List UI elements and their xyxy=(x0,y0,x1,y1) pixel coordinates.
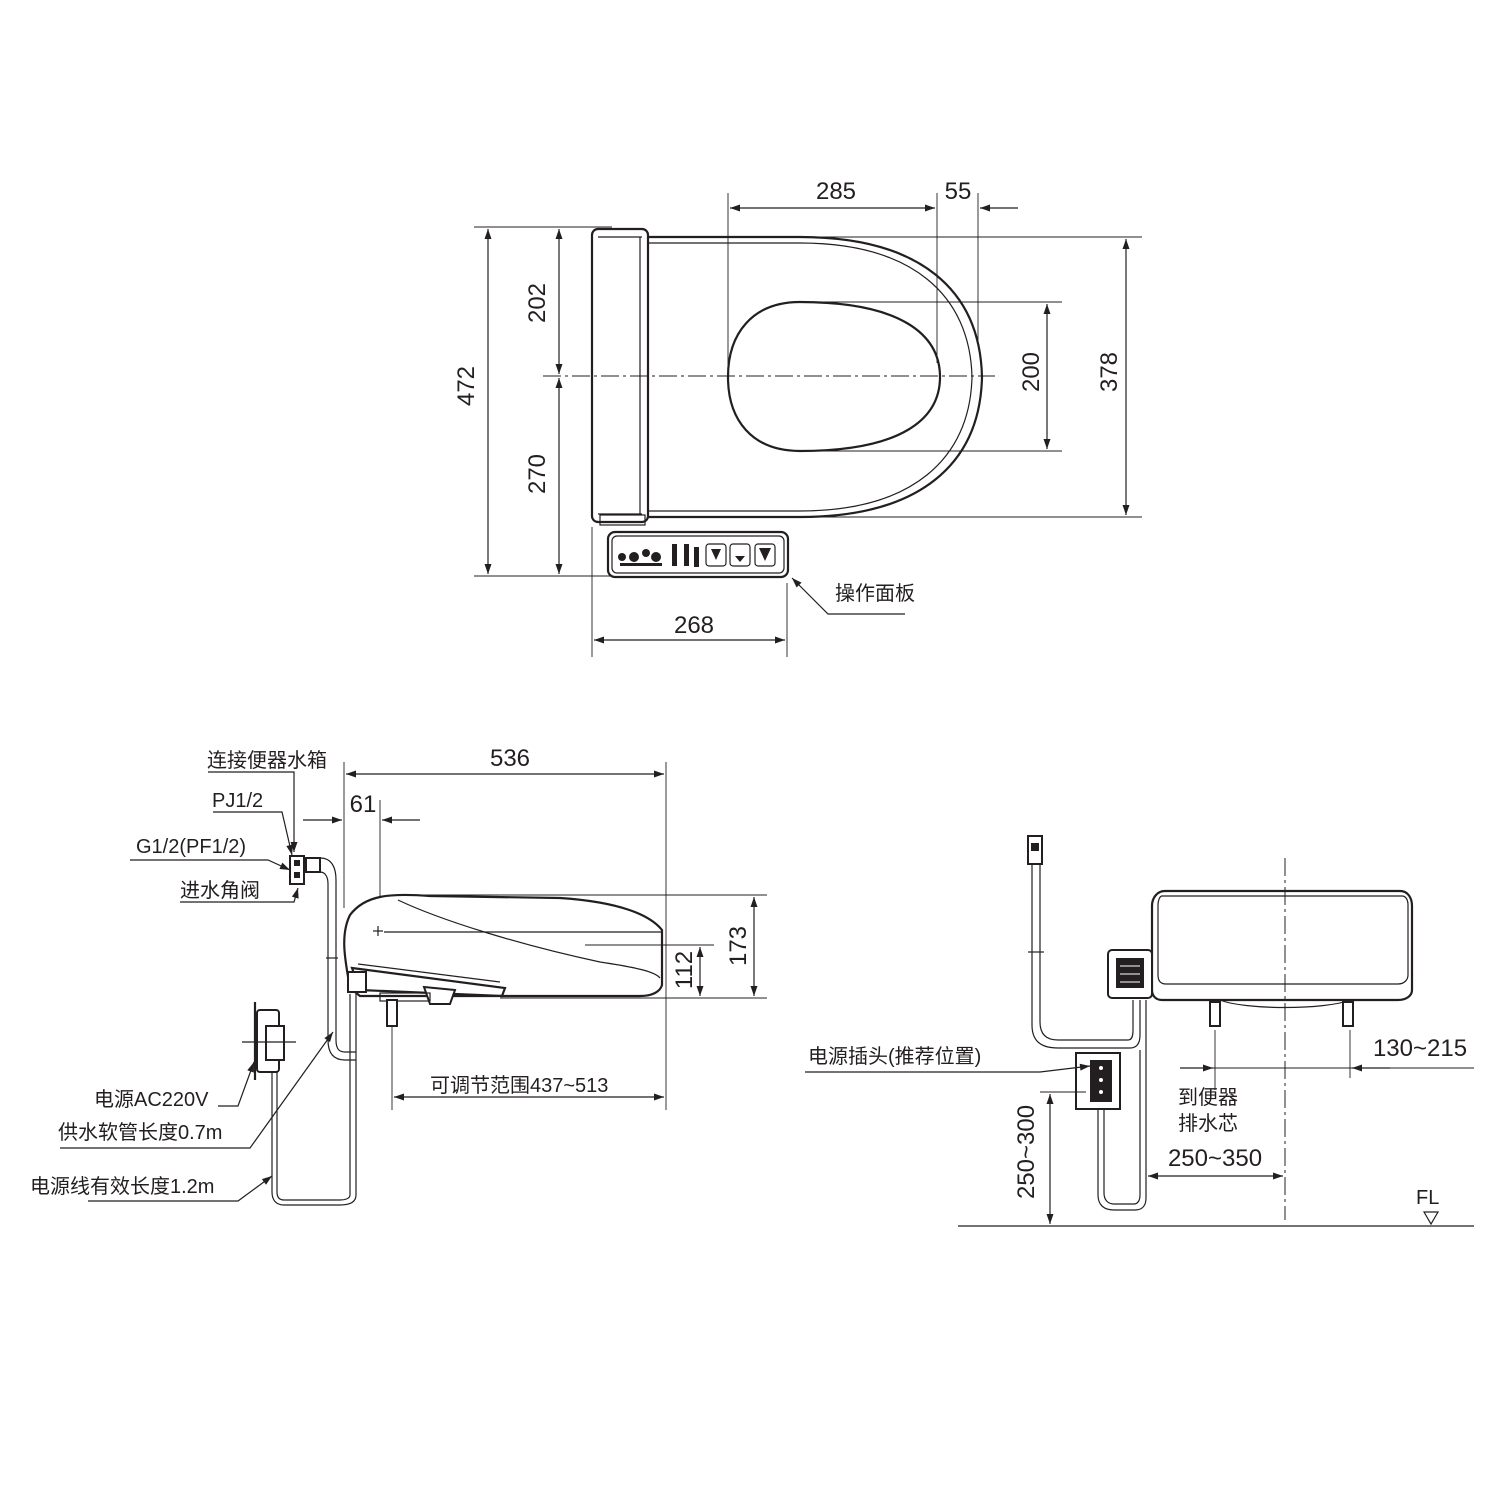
control-panel xyxy=(606,530,790,579)
dim-270: 270 xyxy=(524,454,551,494)
label-drain-line1: 到便器 xyxy=(1178,1086,1238,1109)
label-g-thread: G1/2(PF1/2) xyxy=(136,836,246,858)
label-pj: PJ1/2 xyxy=(212,790,263,812)
top-view: 285 55 472 202 270 200 378 268 操作面板 xyxy=(453,178,1142,657)
label-connect-tank: 连接便器水箱 xyxy=(207,749,327,772)
dim-472: 472 xyxy=(453,366,480,406)
dim-202: 202 xyxy=(524,283,551,323)
front-water-hose xyxy=(1027,835,1141,1049)
seat-top-outline xyxy=(590,227,984,526)
dim-130-215: 130~215 xyxy=(1373,1035,1467,1062)
label-hose-length: 供水软管长度0.7m xyxy=(58,1121,222,1144)
dim-250-350: 250~350 xyxy=(1168,1145,1262,1172)
label-power-plug: 电源插头(推荐位置) xyxy=(808,1045,981,1068)
control-panel-label: 操作面板 xyxy=(835,582,915,605)
dim-378: 378 xyxy=(1096,352,1123,392)
label-floor-level: FL xyxy=(1416,1187,1439,1209)
label-drain-line2: 排水芯 xyxy=(1178,1112,1238,1135)
dim-55: 55 xyxy=(945,178,972,205)
water-hose xyxy=(289,855,356,1061)
dim-268: 268 xyxy=(674,612,714,639)
label-power-supply: 电源AC220V xyxy=(94,1088,209,1111)
dim-112: 112 xyxy=(671,951,698,989)
label-angle-valve: 进水角阀 xyxy=(180,879,260,902)
label-cord-length: 电源线有效长度1.2m xyxy=(30,1175,214,1198)
side-view: 536 61 112 173 连接便器水箱 PJ1/2 G1/2(PF1/2) … xyxy=(30,745,767,1206)
wall-socket xyxy=(242,1002,296,1080)
dim-173: 173 xyxy=(725,926,752,966)
dim-200: 200 xyxy=(1018,352,1045,392)
dim-285: 285 xyxy=(816,178,856,205)
dim-61: 61 xyxy=(350,791,377,818)
dim-536: 536 xyxy=(490,745,530,772)
label-adjust-range: 可调节范围437~513 xyxy=(430,1074,608,1097)
front-socket xyxy=(1075,1000,1147,1211)
seat-side-outline xyxy=(343,893,664,1005)
control-box xyxy=(1107,949,1153,999)
front-view: 电源插头(推荐位置) 130~215 到便器 排水芯 250~300 250~3… xyxy=(805,835,1474,1227)
seat-front-outline xyxy=(1150,889,1414,1027)
dim-250-300: 250~300 xyxy=(1013,1105,1040,1199)
floor-marker xyxy=(1422,1211,1440,1226)
power-cord xyxy=(271,971,398,1206)
